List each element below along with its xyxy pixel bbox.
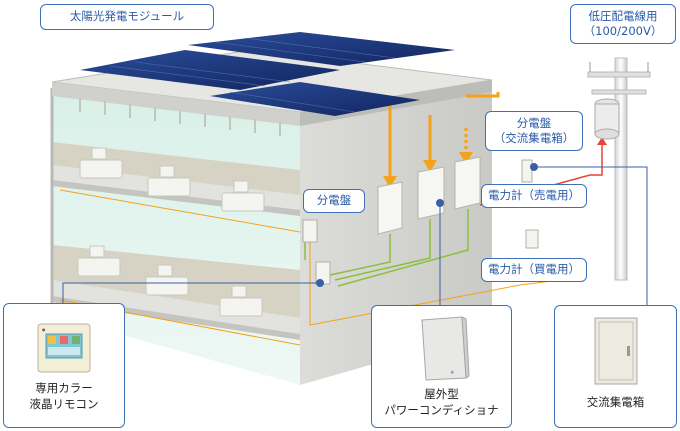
dc-arrows (383, 152, 473, 188)
svg-text:✳: ✳ (450, 370, 454, 376)
ac-wiring (304, 209, 469, 287)
pointer-lines (62, 166, 648, 305)
office-desks (77, 147, 265, 317)
ac-collector-caption: 交流集電箱 (586, 395, 645, 409)
panel-remote-controller: ● 専用カラー 液晶リモコン (3, 303, 125, 428)
utility-pole (587, 57, 651, 281)
remote-controller-icon: ● (37, 323, 91, 373)
remote-caption: 専用カラー 液晶リモコン (29, 381, 99, 411)
label-meter-sell: 電力計（売電用） (481, 184, 587, 208)
pointer-dots (316, 163, 538, 287)
power-conditioner-caption: 屋外型 パワーコンディショナ (384, 387, 499, 417)
power-conditioner-icon: ✳ (420, 316, 470, 381)
label-meter-buy: 電力計（買電用） (481, 258, 587, 282)
label-distribution-board-ac: 分電盤 （交流集電箱） (485, 111, 583, 151)
label-distribution-board: 分電盤 (303, 189, 365, 213)
ac-collector-box-icon (594, 317, 637, 385)
grid-arrow (597, 137, 607, 145)
solar-panels (80, 32, 455, 116)
svg-text:●: ● (42, 327, 46, 332)
label-power-line: 低圧配電線用 （100/200V） (570, 4, 676, 44)
label-solar-module: 太陽光発電モジュール (40, 4, 214, 30)
distribution-boxes (302, 159, 539, 285)
panel-ac-collector: 交流集電箱 (554, 305, 677, 428)
panel-power-conditioner: ✳ 屋外型 パワーコンディショナ (371, 305, 512, 428)
